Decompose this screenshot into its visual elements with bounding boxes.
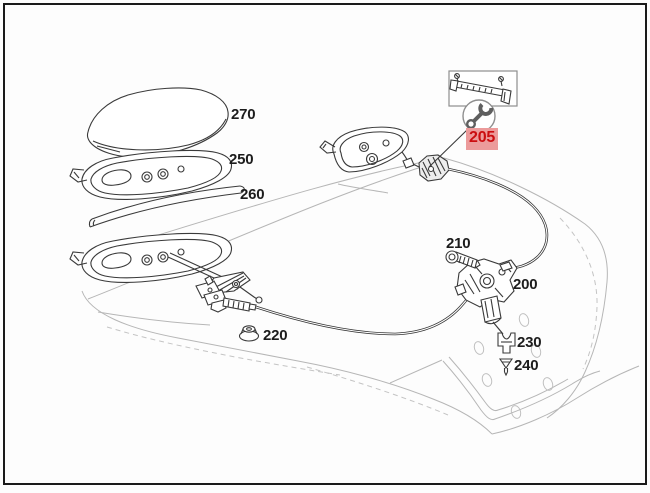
- part-label-270: 270: [231, 106, 256, 123]
- part-label-220: 220: [263, 327, 288, 344]
- part-label-210: 210: [446, 235, 471, 252]
- part-205-bracket: [449, 73, 512, 105]
- part-label-200: 200: [513, 276, 538, 293]
- part-260-seal: [88, 185, 245, 228]
- upper-handle-plate: [319, 126, 420, 173]
- part-230-clip: [497, 332, 516, 354]
- part-270-cover: [86, 87, 229, 158]
- trunk-lid-dashed-lines: [106, 217, 598, 416]
- diagram-border: [3, 3, 647, 485]
- part-200-lock-actuator: [454, 258, 518, 335]
- release-cable-upper: [447, 167, 549, 271]
- part-label-250: 250: [229, 151, 254, 168]
- part-label-230: 230: [517, 334, 542, 351]
- part-220-grommet: [238, 325, 260, 342]
- release-cable-lower: [255, 289, 477, 336]
- part-label-205-highlighted[interactable]: 205: [466, 128, 499, 150]
- trunk-lid-outline: [81, 157, 640, 435]
- part-label-240: 240: [514, 357, 539, 374]
- part-240-screw: [498, 358, 514, 377]
- release-lever-mechanism: [167, 252, 263, 313]
- leader-line-205: [428, 129, 468, 168]
- part-label-260: 260: [240, 186, 265, 203]
- wrench-icon[interactable]: [462, 99, 496, 133]
- trunk-panel-holes: [473, 313, 554, 419]
- upper-cable-guide: [418, 154, 450, 182]
- part-210-bolt: [445, 250, 481, 269]
- part-250-base-plate: [69, 149, 233, 200]
